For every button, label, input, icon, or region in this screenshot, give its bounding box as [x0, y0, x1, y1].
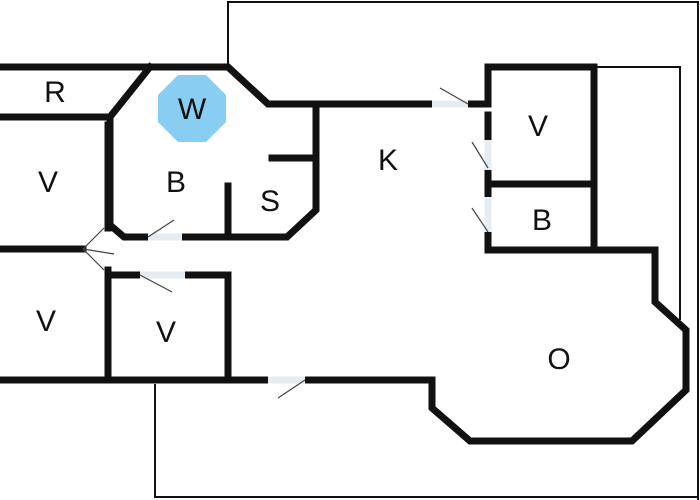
walls	[0, 62, 690, 445]
room-label-v-right-upper: V	[528, 110, 548, 143]
doors	[82, 87, 492, 399]
room-label-b-center: B	[166, 166, 186, 199]
room-label-v-left-lower: V	[36, 305, 56, 338]
room-label-b-right: B	[532, 204, 552, 237]
w-highlight	[158, 75, 226, 142]
property-boundary	[154, 1, 699, 500]
room-label-o: O	[547, 343, 570, 376]
room-label-v-left-upper: V	[38, 166, 58, 199]
room-label-v-lower-center: V	[156, 316, 176, 349]
room-label-r: R	[44, 76, 66, 109]
room-label-s: S	[260, 185, 280, 218]
room-label-k: K	[378, 144, 398, 177]
room-label-w: W	[178, 93, 207, 126]
